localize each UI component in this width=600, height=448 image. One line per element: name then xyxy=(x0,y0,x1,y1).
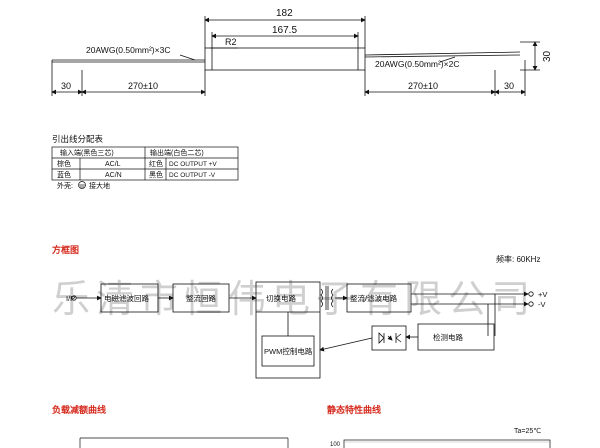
radius-label: R2 xyxy=(225,37,237,47)
right-lead-label: 270±10 xyxy=(408,81,438,91)
output-rectifier-block xyxy=(346,283,412,313)
right-strip-label: 30 xyxy=(504,81,514,91)
optocoupler-block xyxy=(371,325,407,351)
input-label: I/P xyxy=(66,294,75,303)
ground-icon xyxy=(78,181,86,189)
emi-filter-label: 电磁滤波回路 xyxy=(104,293,149,303)
left-strip-label: 30 xyxy=(61,81,71,91)
left-lead-label: 270±10 xyxy=(128,81,158,91)
output-wire xyxy=(364,51,521,56)
out-pos-label: +V xyxy=(538,290,547,299)
derating-title: 负载减额曲线 xyxy=(52,404,106,415)
block-diagram-title: 方框图 xyxy=(52,244,79,255)
input-wire-label: 20AWG(0.50mm²)×3C xyxy=(86,45,170,55)
dim-total: 182 xyxy=(276,8,293,19)
row1-out-color: 红色 xyxy=(149,159,163,168)
output-header: 输出端(白色二芯) xyxy=(150,148,204,157)
pwm-label: PWM控制电路 xyxy=(264,346,313,356)
wire-table xyxy=(51,146,239,181)
static-title: 静态特性曲线 xyxy=(327,404,381,415)
output-rectifier-label: 整流/滤波电路 xyxy=(350,293,398,303)
transformer-primary xyxy=(320,288,323,308)
y-tick-100: 100 xyxy=(330,442,341,448)
wire-table-title: 引出线分配表 xyxy=(52,134,104,144)
ta-label: Ta=25℃ xyxy=(514,428,541,435)
shell-value: 接大地 xyxy=(89,181,110,190)
switch-enclosure xyxy=(255,281,321,379)
out-neg-terminal xyxy=(528,301,534,307)
row1-in-color: 棕色 xyxy=(57,159,71,168)
rectifier-label: 整流回路 xyxy=(186,293,216,303)
frequency-label: 频率: 60KHz xyxy=(496,254,540,264)
detect-label: 检测电路 xyxy=(433,332,463,342)
dimension-drawing xyxy=(51,16,540,96)
output-wire-label: 20AWG(0.50mm²)×2C xyxy=(375,59,459,69)
dim-body: 167.5 xyxy=(272,25,297,36)
row1-in-signal: AC/L xyxy=(105,161,121,168)
shell-label: 外壳: xyxy=(57,181,73,190)
row1-out-signal: DC OUTPUT +V xyxy=(169,161,217,168)
static-chart-frame xyxy=(343,439,551,448)
input-header: 输入端(黑色三芯) xyxy=(60,148,114,157)
switch-label: 切换电路 xyxy=(266,293,296,303)
height-label: 30 xyxy=(542,50,553,62)
transformer-secondary xyxy=(331,288,334,308)
block-diagram xyxy=(71,281,534,379)
out-pos-terminal xyxy=(528,291,534,297)
row2-out-color: 黑色 xyxy=(149,170,163,179)
row2-in-color: 蓝色 xyxy=(57,170,71,179)
row2-in-signal: AC/N xyxy=(105,172,122,179)
out-neg-label: -V xyxy=(538,300,546,309)
row2-out-signal: DC OUTPUT -V xyxy=(169,172,216,179)
device-body xyxy=(204,47,366,71)
optocoupler-icon xyxy=(378,332,402,344)
